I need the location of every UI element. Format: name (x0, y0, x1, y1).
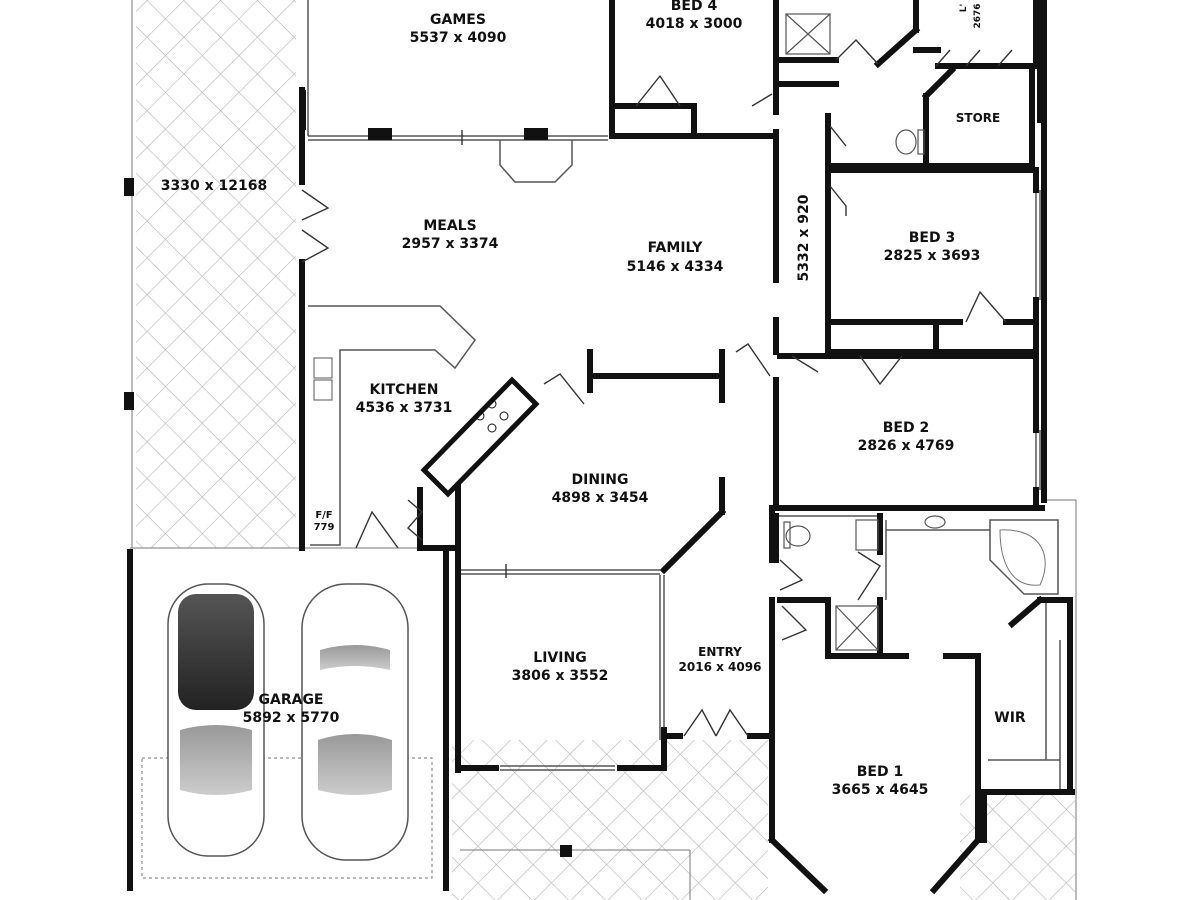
bed3-label: BED 3 (909, 230, 955, 246)
showers (785, 13, 879, 651)
boundary-lines (130, 0, 1077, 900)
bed1-size: 3665 x 4645 (832, 782, 929, 798)
front-porch-paving (452, 740, 768, 900)
corner-room-size: 2676 (973, 3, 983, 28)
store-label: STORE (956, 111, 1000, 125)
meals-label: MEALS (423, 218, 476, 234)
car-left (167, 583, 265, 857)
bed3-size: 2825 x 3693 (884, 248, 981, 264)
kitchen-size: 4536 x 3731 (356, 400, 453, 416)
ff-label: F/F (315, 510, 332, 521)
wir-label: WIR (994, 710, 1026, 726)
columns (124, 90, 572, 857)
stove-bench (420, 376, 540, 498)
doors (301, 38, 1013, 737)
family-size: 5146 x 4334 (627, 259, 724, 275)
games-label: GAMES (430, 12, 486, 28)
dining-label: DINING (572, 472, 629, 488)
hall-size: 5332 x 920 (796, 194, 812, 281)
kitchen-label: KITCHEN (370, 382, 439, 398)
ff-size: 779 (314, 522, 335, 533)
living-size: 3806 x 3552 (512, 668, 609, 684)
bed1-label: BED 1 (857, 764, 903, 780)
bed4-size: 4018 x 3000 (646, 16, 743, 32)
family-label: FAMILY (648, 240, 704, 256)
living-label: LIVING (533, 650, 586, 666)
bed2-label: BED 2 (883, 420, 929, 436)
garage-label: GARAGE (259, 692, 324, 708)
side-yard-size: 3330 x 12168 (161, 178, 267, 194)
entry-label: ENTRY (698, 645, 742, 659)
meals-size: 2957 x 3374 (402, 236, 499, 252)
games-size: 5537 x 4090 (410, 30, 507, 46)
corner-room-label: L' (959, 4, 969, 13)
toilets (783, 129, 946, 551)
bed4-label: BED 4 (671, 0, 718, 14)
car-right (301, 583, 409, 861)
entry-size: 2016 x 4096 (679, 660, 762, 674)
garage-size: 5892 x 5770 (243, 710, 340, 726)
thin-walls (307, 0, 1061, 790)
kitchen-sink (313, 357, 333, 401)
side-yard-paving (136, 0, 296, 548)
spa-bath (989, 519, 1059, 595)
bed2-size: 2826 x 4769 (858, 438, 955, 454)
walls (127, 0, 1075, 895)
dining-size: 4898 x 3454 (552, 490, 649, 506)
